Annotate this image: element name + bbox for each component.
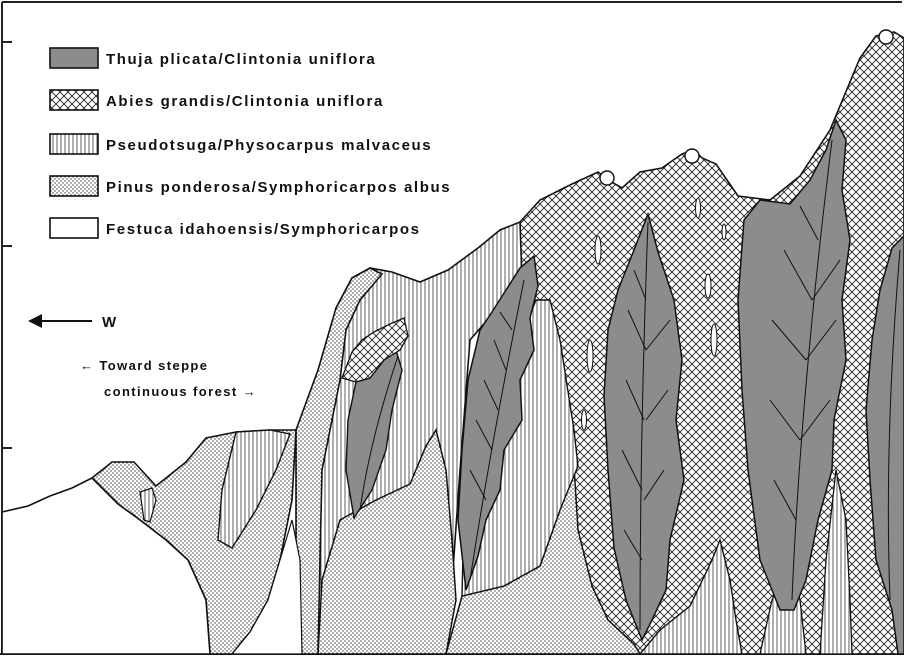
legend-swatch-dark-gray bbox=[50, 48, 98, 68]
legend-item-pinus: Pinus ponderosa/Symphoricarpos albus bbox=[50, 176, 451, 196]
legend-item-pseudotsuga: Pseudotsuga/Physocarpus malvaceus bbox=[50, 134, 432, 154]
legend-item-abies: Abies grandis/Clintonia uniflora bbox=[50, 90, 384, 110]
legend-label-pseudotsuga: Pseudotsuga/Physocarpus malvaceus bbox=[106, 137, 432, 154]
continuous-forest-label: continuous forest → bbox=[104, 384, 257, 399]
toward-steppe-label: ← Toward steppe bbox=[80, 358, 208, 373]
legend-item-thuja: Thuja plicata/Clintonia uniflora bbox=[50, 48, 376, 68]
legend-item-festuca: Festuca idahoensis/Symphoricarpos bbox=[50, 218, 421, 238]
legend-label-abies: Abies grandis/Clintonia uniflora bbox=[106, 93, 384, 110]
legend-label-pinus: Pinus ponderosa/Symphoricarpos albus bbox=[106, 179, 451, 196]
legend-label-festuca: Festuca idahoensis/Symphoricarpos bbox=[106, 221, 421, 238]
legend-swatch-open-white bbox=[50, 218, 98, 238]
legend: Thuja plicata/Clintonia uniflora Abies g… bbox=[50, 48, 451, 238]
legend-swatch-crosshatch bbox=[50, 90, 98, 110]
legend-label-thuja: Thuja plicata/Clintonia uniflora bbox=[106, 51, 376, 68]
legend-swatch-vertical-lines bbox=[50, 134, 98, 154]
west-label: W bbox=[102, 314, 118, 331]
west-arrow: W bbox=[28, 314, 118, 331]
legend-swatch-stipple bbox=[50, 176, 98, 196]
